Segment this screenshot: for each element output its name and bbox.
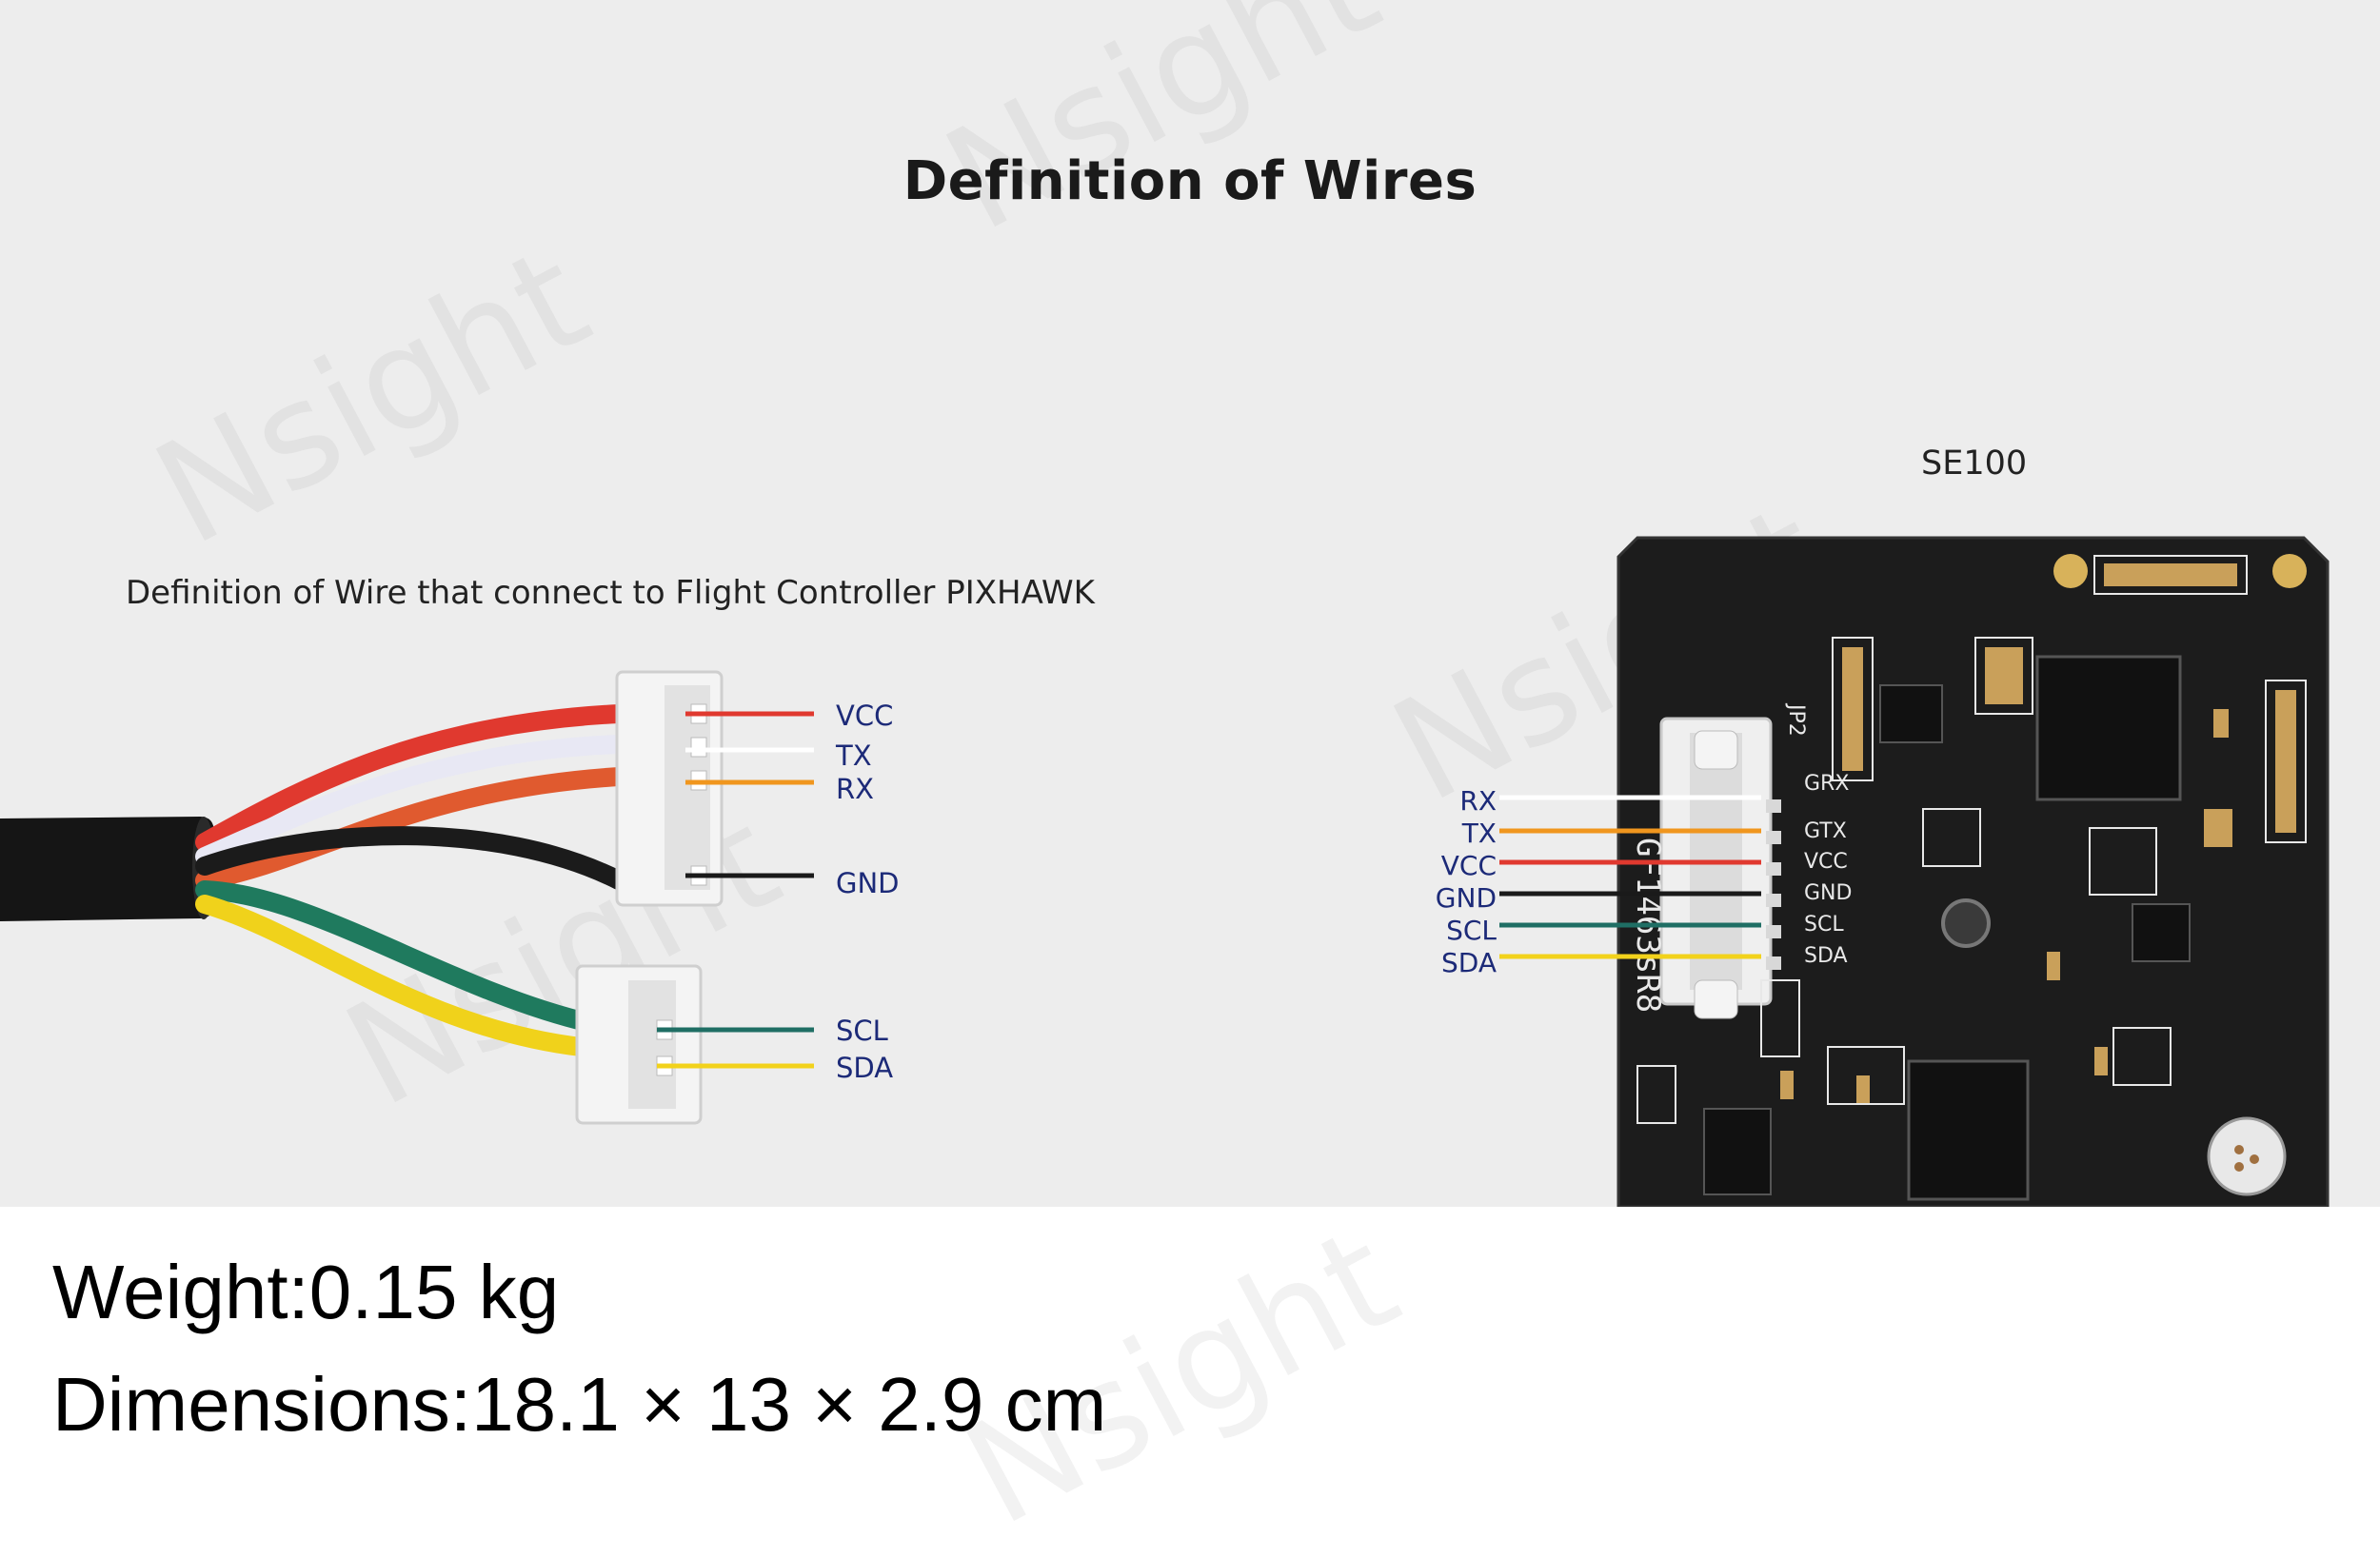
silk-connector-id: JP2: [1784, 702, 1808, 737]
cable-jacket: [0, 817, 214, 921]
silkscreen-marks: [1636, 555, 2307, 1124]
spec-panel: [0, 1207, 2380, 1536]
main-ic: [2035, 655, 2182, 801]
wire-white: [195, 735, 628, 866]
pin-label-rx: RX: [1459, 785, 1497, 817]
pin-label-gnd: GND: [1435, 882, 1497, 914]
wiring-diagram: GRX GTX VCC GND SCL SDA GF1463sR8 JP2: [0, 536, 2330, 1207]
connector-4pin: [615, 670, 724, 907]
page-title: Definition of Wires: [902, 150, 1478, 212]
wire-yellow: [195, 895, 590, 1056]
silk-pin-vcc: VCC: [1804, 850, 1848, 874]
right-leader-lines: [1499, 795, 1761, 959]
wire-green: [195, 880, 600, 1033]
board-name: SE100: [1921, 444, 2028, 483]
silk-pin-gtx: GTX: [1804, 819, 1847, 843]
wire-red: [195, 704, 628, 852]
wire-label-sda: SDA: [836, 1052, 894, 1084]
wire-label-gnd: GND: [836, 867, 900, 899]
silk-pin-grx: GRX: [1804, 772, 1849, 796]
silk-pin-gnd: GND: [1804, 881, 1852, 905]
spec-weight: Weight:0.15 kg: [52, 1250, 560, 1334]
wire-orange: [195, 767, 628, 890]
cable-illustration: [0, 670, 724, 1125]
wire-label-rx: RX: [836, 773, 875, 805]
pcb-board: GRX GTX VCC GND SCL SDA GF1463sR8 JP2: [1616, 536, 2330, 1207]
secondary-ic: [1907, 1059, 2030, 1201]
connector-2pin: [575, 964, 703, 1125]
wire-label-scl: SCL: [836, 1015, 888, 1047]
pin-label-tx: TX: [1461, 818, 1497, 849]
silk-pin-scl: SCL: [1804, 913, 1844, 937]
pin-pads: [1766, 799, 1781, 970]
spec-dimensions: Dimensions:18.1 × 13 × 2.9 cm: [52, 1362, 1107, 1447]
left-diagram-caption: Definition of Wire that connect to Fligh…: [126, 574, 1095, 612]
silk-pin-sda: SDA: [1804, 944, 1848, 968]
pin-label-sda: SDA: [1441, 947, 1497, 978]
pin-label-scl: SCL: [1446, 915, 1497, 946]
left-leader-lines: [657, 711, 814, 1069]
pin-label-vcc: VCC: [1440, 850, 1497, 881]
wire-black: [195, 826, 628, 890]
wire-label-tx: TX: [836, 740, 872, 772]
wire-label-vcc: VCC: [836, 700, 894, 732]
